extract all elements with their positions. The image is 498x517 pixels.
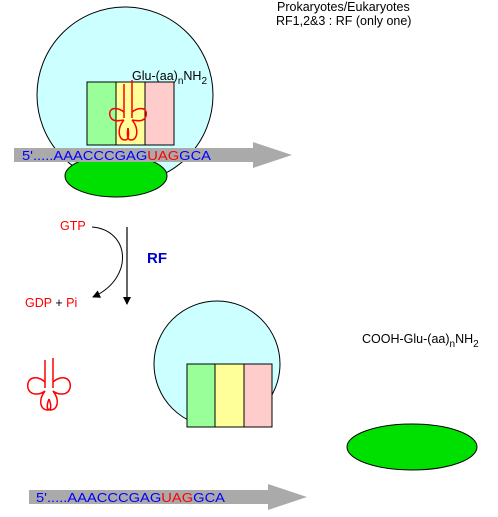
rf-label: RF	[147, 250, 167, 267]
top-peptide-label: Glu-(aa)nNH2	[132, 69, 207, 87]
top-ribosome	[36, 6, 214, 198]
top-mrna-arrow	[14, 142, 292, 168]
header-release-factors: RF1,2&3 : RF (only one)	[276, 14, 411, 28]
gtp-curve-arrow	[91, 226, 123, 298]
gtp-hydrolysis-arrows	[91, 226, 131, 305]
bottom-mrna-arrow	[29, 484, 307, 510]
released-trna	[27, 358, 71, 411]
bottom-site-e	[186, 363, 216, 428]
header-organisms: Prokaryotes/Eukaryotes	[277, 0, 410, 14]
top-site-e	[86, 81, 117, 146]
bottom-large-subunit-group	[153, 300, 281, 428]
gdp-pi-label: GDP + Pi	[25, 296, 77, 310]
top-trna	[108, 80, 148, 141]
top-site-a	[144, 81, 175, 146]
gtp-label: GTP	[60, 219, 86, 233]
bottom-site-a	[243, 363, 273, 428]
top-stop-codon: UAG	[147, 149, 179, 163]
bottom-site-p	[214, 363, 245, 428]
bottom-stop-codon: UAG	[161, 491, 193, 505]
released-peptide-label: COOH-Glu-(aa)nNH2	[362, 332, 479, 350]
bottom-small-subunit	[346, 423, 478, 471]
top-site-p	[115, 81, 146, 146]
